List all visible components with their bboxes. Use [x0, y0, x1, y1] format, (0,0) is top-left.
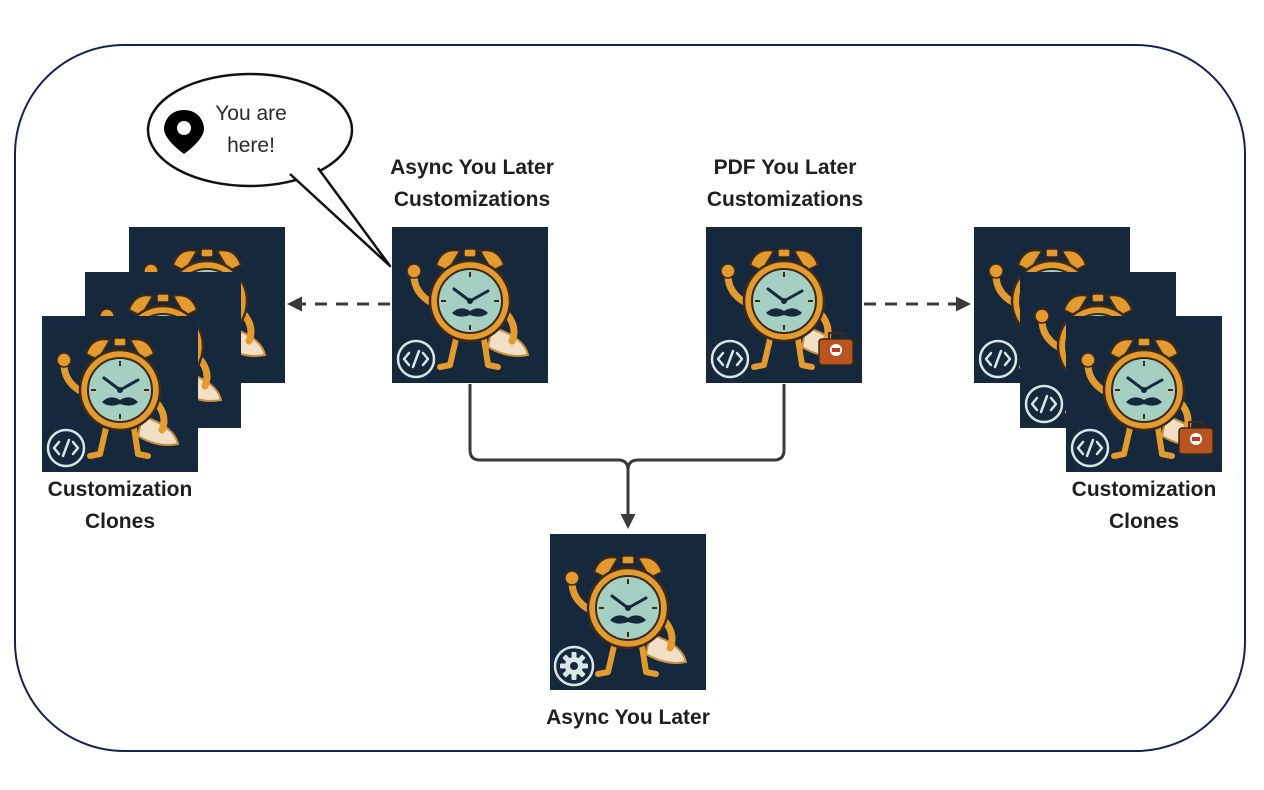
map-pin-icon: [164, 110, 204, 154]
async-you-later-label: Async You Later: [546, 706, 710, 729]
right-clone-card-front: [1066, 316, 1222, 472]
async-customizations-label: Async You Later Customizations: [390, 156, 554, 211]
async-you-later-card: [550, 534, 706, 690]
async-customizations-card: [392, 227, 548, 383]
diagram-frame: [14, 44, 1246, 752]
left-clones-label: Customization Clones: [47, 478, 193, 533]
pdf-customizations-card: [706, 227, 862, 383]
merge-line-left: [468, 384, 630, 471]
pdf-customizations-label: PDF You Later Customizations: [706, 156, 864, 211]
right-clones-label: Customization Clones: [1071, 478, 1217, 533]
left-clone-card-front: [42, 316, 198, 472]
you-are-here-text: You are here!: [215, 102, 287, 157]
you-are-here-callout: [146, 72, 392, 268]
merge-line-right: [626, 384, 786, 471]
